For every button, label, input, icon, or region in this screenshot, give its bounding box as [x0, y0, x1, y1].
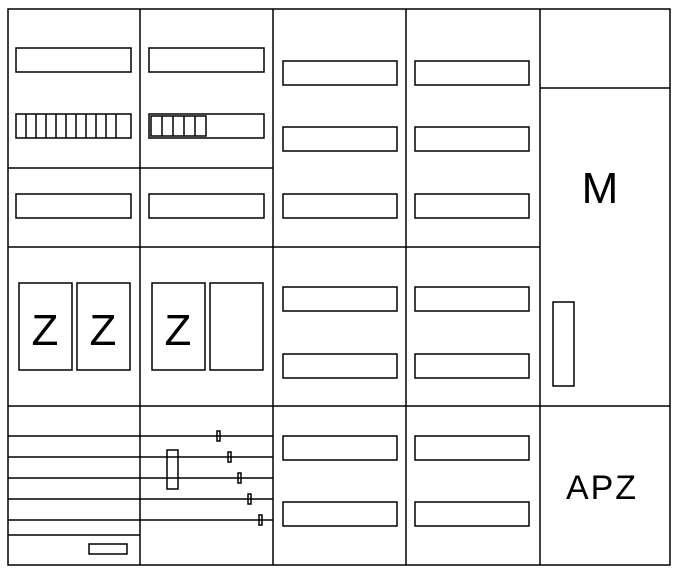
terminal-block-partial — [150, 115, 207, 137]
terminal-strip — [282, 353, 398, 379]
meter-label: Z — [90, 306, 117, 355]
apz-label: APZ — [566, 469, 638, 507]
meter-box — [18, 282, 73, 371]
terminal-strip — [414, 501, 530, 527]
terminal-strip — [282, 60, 398, 86]
terminal-strip — [414, 435, 530, 461]
terminal-strip — [282, 435, 398, 461]
terminal-strip — [282, 501, 398, 527]
busbar-clamp — [258, 514, 263, 526]
terminal-strip — [282, 126, 398, 152]
meter-box — [151, 282, 206, 371]
empty-meter-box — [209, 282, 264, 371]
terminal-block-ticks — [161, 116, 196, 136]
meter-label: Z — [165, 306, 192, 355]
terminal-strip — [15, 193, 132, 219]
terminal-strip — [414, 286, 530, 312]
neutral-terminal — [88, 543, 128, 555]
terminal-strip — [414, 193, 530, 219]
terminal-strip — [148, 193, 265, 219]
busbar-clamp — [247, 493, 252, 505]
busbar-clamp — [237, 472, 242, 484]
terminal-strip — [414, 353, 530, 379]
main-switch-handle — [552, 301, 575, 387]
meter-box — [76, 282, 131, 371]
busbar-clamp — [227, 451, 232, 463]
busbar-support — [166, 449, 179, 490]
terminal-strip — [282, 286, 398, 312]
meter-label: Z — [32, 306, 59, 355]
terminal-block — [148, 113, 265, 139]
terminal-block — [15, 113, 132, 139]
terminal-strip — [414, 60, 530, 86]
busbar-lines — [8, 435, 273, 521]
terminal-strip — [282, 193, 398, 219]
terminal-strip — [414, 126, 530, 152]
main-switch-label: M — [582, 164, 619, 213]
terminal-block-ticks — [25, 114, 117, 138]
busbar-clamp — [216, 430, 221, 442]
cabinet-frame — [7, 8, 671, 566]
terminal-strip — [148, 47, 265, 73]
terminal-strip — [15, 47, 132, 73]
